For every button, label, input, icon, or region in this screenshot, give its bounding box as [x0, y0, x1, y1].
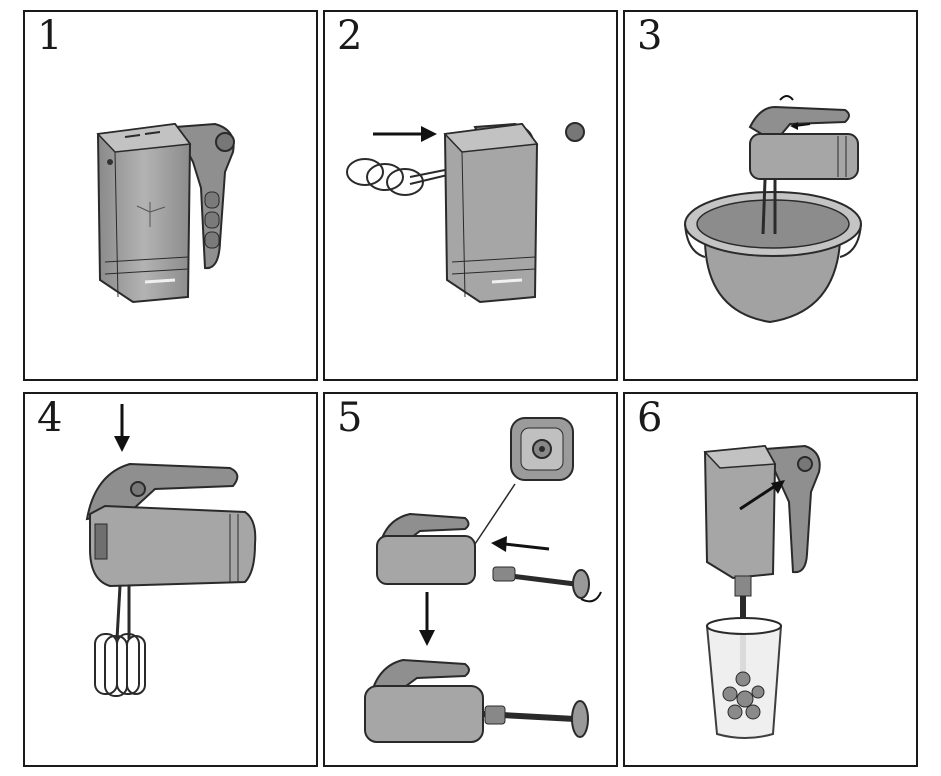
insert-beaters-illustration [346, 122, 585, 304]
step-5-panel: 5 [323, 392, 618, 767]
arrow-left-icon [790, 122, 798, 130]
step-2-panel: 2 [323, 10, 618, 381]
mixer-upright-illustration [96, 122, 235, 304]
step-4-number: 4 [37, 395, 63, 441]
rotate-arrow-icon [779, 95, 794, 101]
arrow-down-icon [114, 436, 130, 452]
step-3-panel: 3 [623, 10, 918, 381]
mixing-in-bowl-illustration [684, 95, 862, 324]
step-6-panel: 6 [623, 392, 918, 767]
arrow-right-icon [421, 126, 437, 142]
arrow-up-right-icon [771, 480, 785, 494]
arrow-left-icon [491, 536, 507, 552]
rotate-arrow-icon [580, 591, 602, 603]
step-1-panel: 1 [23, 10, 318, 381]
step-5-number: 5 [337, 395, 363, 441]
eject-beaters-illustration [85, 404, 257, 697]
step-2-number: 2 [337, 13, 363, 59]
arrow-down-icon [419, 630, 435, 646]
blending-in-beaker-illustration [703, 444, 821, 739]
attach-blender-shaft-illustration [364, 417, 602, 743]
step-6-number: 6 [637, 395, 663, 441]
step-3-number: 3 [637, 13, 663, 59]
step-4-panel: 4 [23, 392, 318, 767]
step-1-number: 1 [37, 13, 63, 59]
